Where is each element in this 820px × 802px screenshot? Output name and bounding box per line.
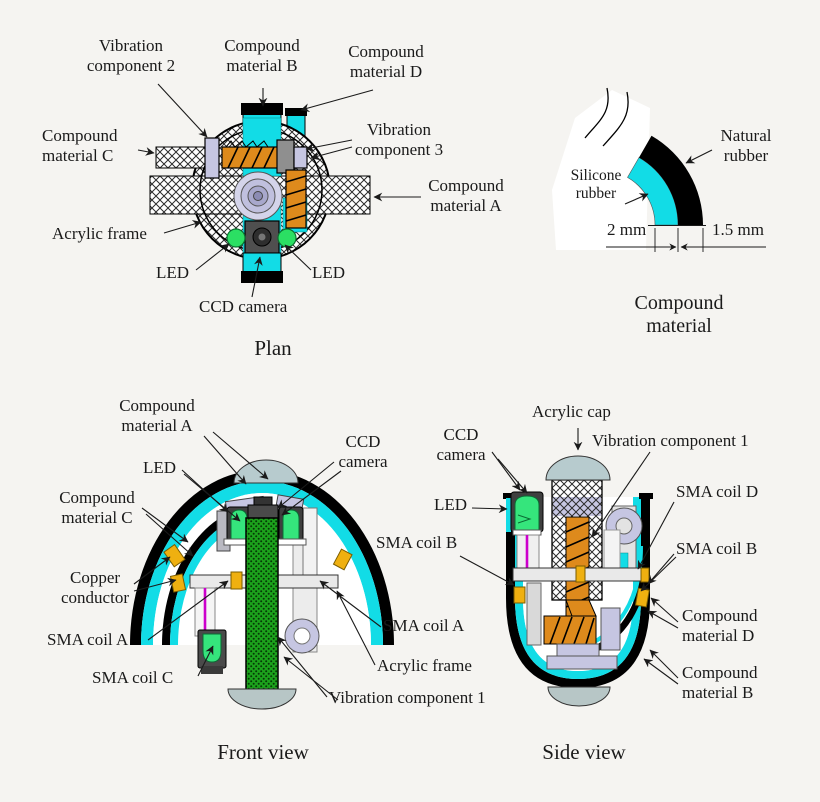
- cyan-bar-bottom-cap: [241, 271, 283, 283]
- label-sma-coil-d: SMA coil D: [676, 482, 759, 501]
- base-plate-1: [556, 643, 600, 657]
- compound-material-b-cap: [241, 103, 283, 115]
- rim-cap-left: [503, 493, 517, 499]
- compound-material-c-bar: [155, 146, 209, 169]
- vibration-component-3-shape: [293, 146, 308, 169]
- copper-terminal-side-1: [575, 565, 586, 583]
- camera-lens-center: [258, 233, 266, 241]
- label-acrylic-frame-front: Acrylic frame: [377, 656, 472, 675]
- label-sma-coil-b-right: SMA coil B: [676, 539, 758, 558]
- coil-windings-2: [285, 175, 307, 222]
- caption-side-view: Side view: [542, 740, 626, 764]
- label-vibration-component-1-front: Vibration component 1: [329, 688, 486, 707]
- label-compound-material-b: Compound material B: [224, 36, 300, 76]
- acrylic-cap-bottom-front: [227, 688, 297, 710]
- label-led-plan-left: LED: [156, 263, 190, 282]
- column-right-side: [603, 529, 621, 569]
- pulley-front-hub: [293, 627, 311, 645]
- acrylic-cap-bottom-side: [547, 686, 611, 707]
- caption-front-view: Front view: [217, 740, 309, 764]
- base-plate-2: [546, 655, 618, 670]
- copper-terminal-side-4: [634, 587, 650, 608]
- rim-cap-right: [639, 493, 653, 499]
- label-led-side: LED: [434, 495, 468, 514]
- copper-terminal-side-3: [513, 586, 526, 604]
- label-silicone-rubber: Silicone rubber: [570, 167, 622, 203]
- label-vibration-component-1-side: Vibration component 1: [592, 431, 749, 450]
- label-led-front: LED: [143, 458, 177, 477]
- led-front-right: [275, 506, 307, 546]
- label-compound-material-d: Compound material D: [348, 42, 424, 82]
- label-sma-coil-b-left: SMA coil B: [376, 533, 458, 552]
- label-sma-coil-a-left: SMA coil A: [47, 630, 129, 649]
- caption-plan: Plan: [254, 336, 292, 360]
- label-2mm: 2 mm: [607, 220, 647, 239]
- label-ccd-camera-plan: CCD camera: [199, 297, 288, 316]
- label-ccd-camera-front: CCD camera: [338, 432, 388, 472]
- label-copper-conductor: Copper conductor: [61, 568, 129, 608]
- side-view-graphic: [459, 428, 679, 707]
- gray-block-plan: [276, 139, 295, 174]
- label-acrylic-frame-plan: Acrylic frame: [52, 224, 147, 243]
- label-vibration-component-3: Vibration component 3: [354, 120, 444, 160]
- natural-rubber-layer: [639, 135, 703, 225]
- led-plan-right: [277, 228, 297, 248]
- label-compound-material-c-front: Compound material C: [59, 488, 135, 528]
- detail-leader-lines: [624, 149, 713, 205]
- led-plan-left: [226, 228, 246, 248]
- coil-horizontal-windings: [549, 616, 595, 645]
- label-ccd-camera-side: CCD camera: [436, 425, 486, 465]
- side-leader-lines: [459, 428, 679, 685]
- label-natural-rubber: Natural rubber: [720, 126, 772, 166]
- label-compound-material-d-side: Compound material D: [682, 606, 758, 646]
- lavender-block-side: [600, 607, 621, 651]
- compound-material-d-cap: [285, 108, 307, 116]
- white-backdrop: [552, 90, 650, 250]
- plan-leader-lines: [137, 83, 421, 298]
- copper-conductor-3: [332, 548, 353, 571]
- compound-material-detail-graphic: [552, 87, 766, 252]
- label-compound-material-b-side: Compound material B: [682, 663, 758, 703]
- acrylic-cap-front: [233, 459, 299, 484]
- vibration-component-2-shape: [204, 137, 220, 179]
- stem-lavender-hatch: [553, 497, 601, 516]
- label-led-plan-right: LED: [312, 263, 346, 282]
- panel-left-side: [526, 582, 542, 646]
- break-lines: [584, 87, 629, 147]
- label-1-5mm: 1.5 mm: [712, 220, 764, 239]
- dimension-lines: [606, 225, 766, 252]
- copper-conductor-2: [169, 573, 187, 593]
- motor-shaft: [253, 191, 263, 201]
- copper-terminal-front: [230, 571, 243, 590]
- coil-vertical-plan: [285, 169, 307, 229]
- front-view-graphic: [130, 431, 394, 710]
- compound-material-c-arc-cyan: [169, 513, 255, 645]
- label-compound-material-c: Compound material C: [42, 126, 118, 166]
- label-acrylic-cap: Acrylic cap: [532, 402, 611, 421]
- label-sma-coil-a-right: SMA coil A: [383, 616, 465, 635]
- caption-compound-material: Compound material: [634, 292, 724, 337]
- label-compound-material-a-front: Compound material A: [119, 396, 195, 436]
- acrylic-cap-side: [545, 455, 611, 481]
- label-vibration-component-2: Vibration component 2: [86, 36, 176, 76]
- coil-spikes: [225, 140, 269, 148]
- copper-terminal-side-2: [640, 567, 650, 583]
- front-leader-lines: [133, 431, 382, 701]
- label-sma-coil-c: SMA coil C: [92, 668, 174, 687]
- label-compound-material-a: Compound material A: [428, 176, 504, 216]
- vibration-component-1-front: [245, 517, 279, 691]
- coil-windings: [227, 146, 275, 169]
- plan-view-graphic: [137, 83, 421, 298]
